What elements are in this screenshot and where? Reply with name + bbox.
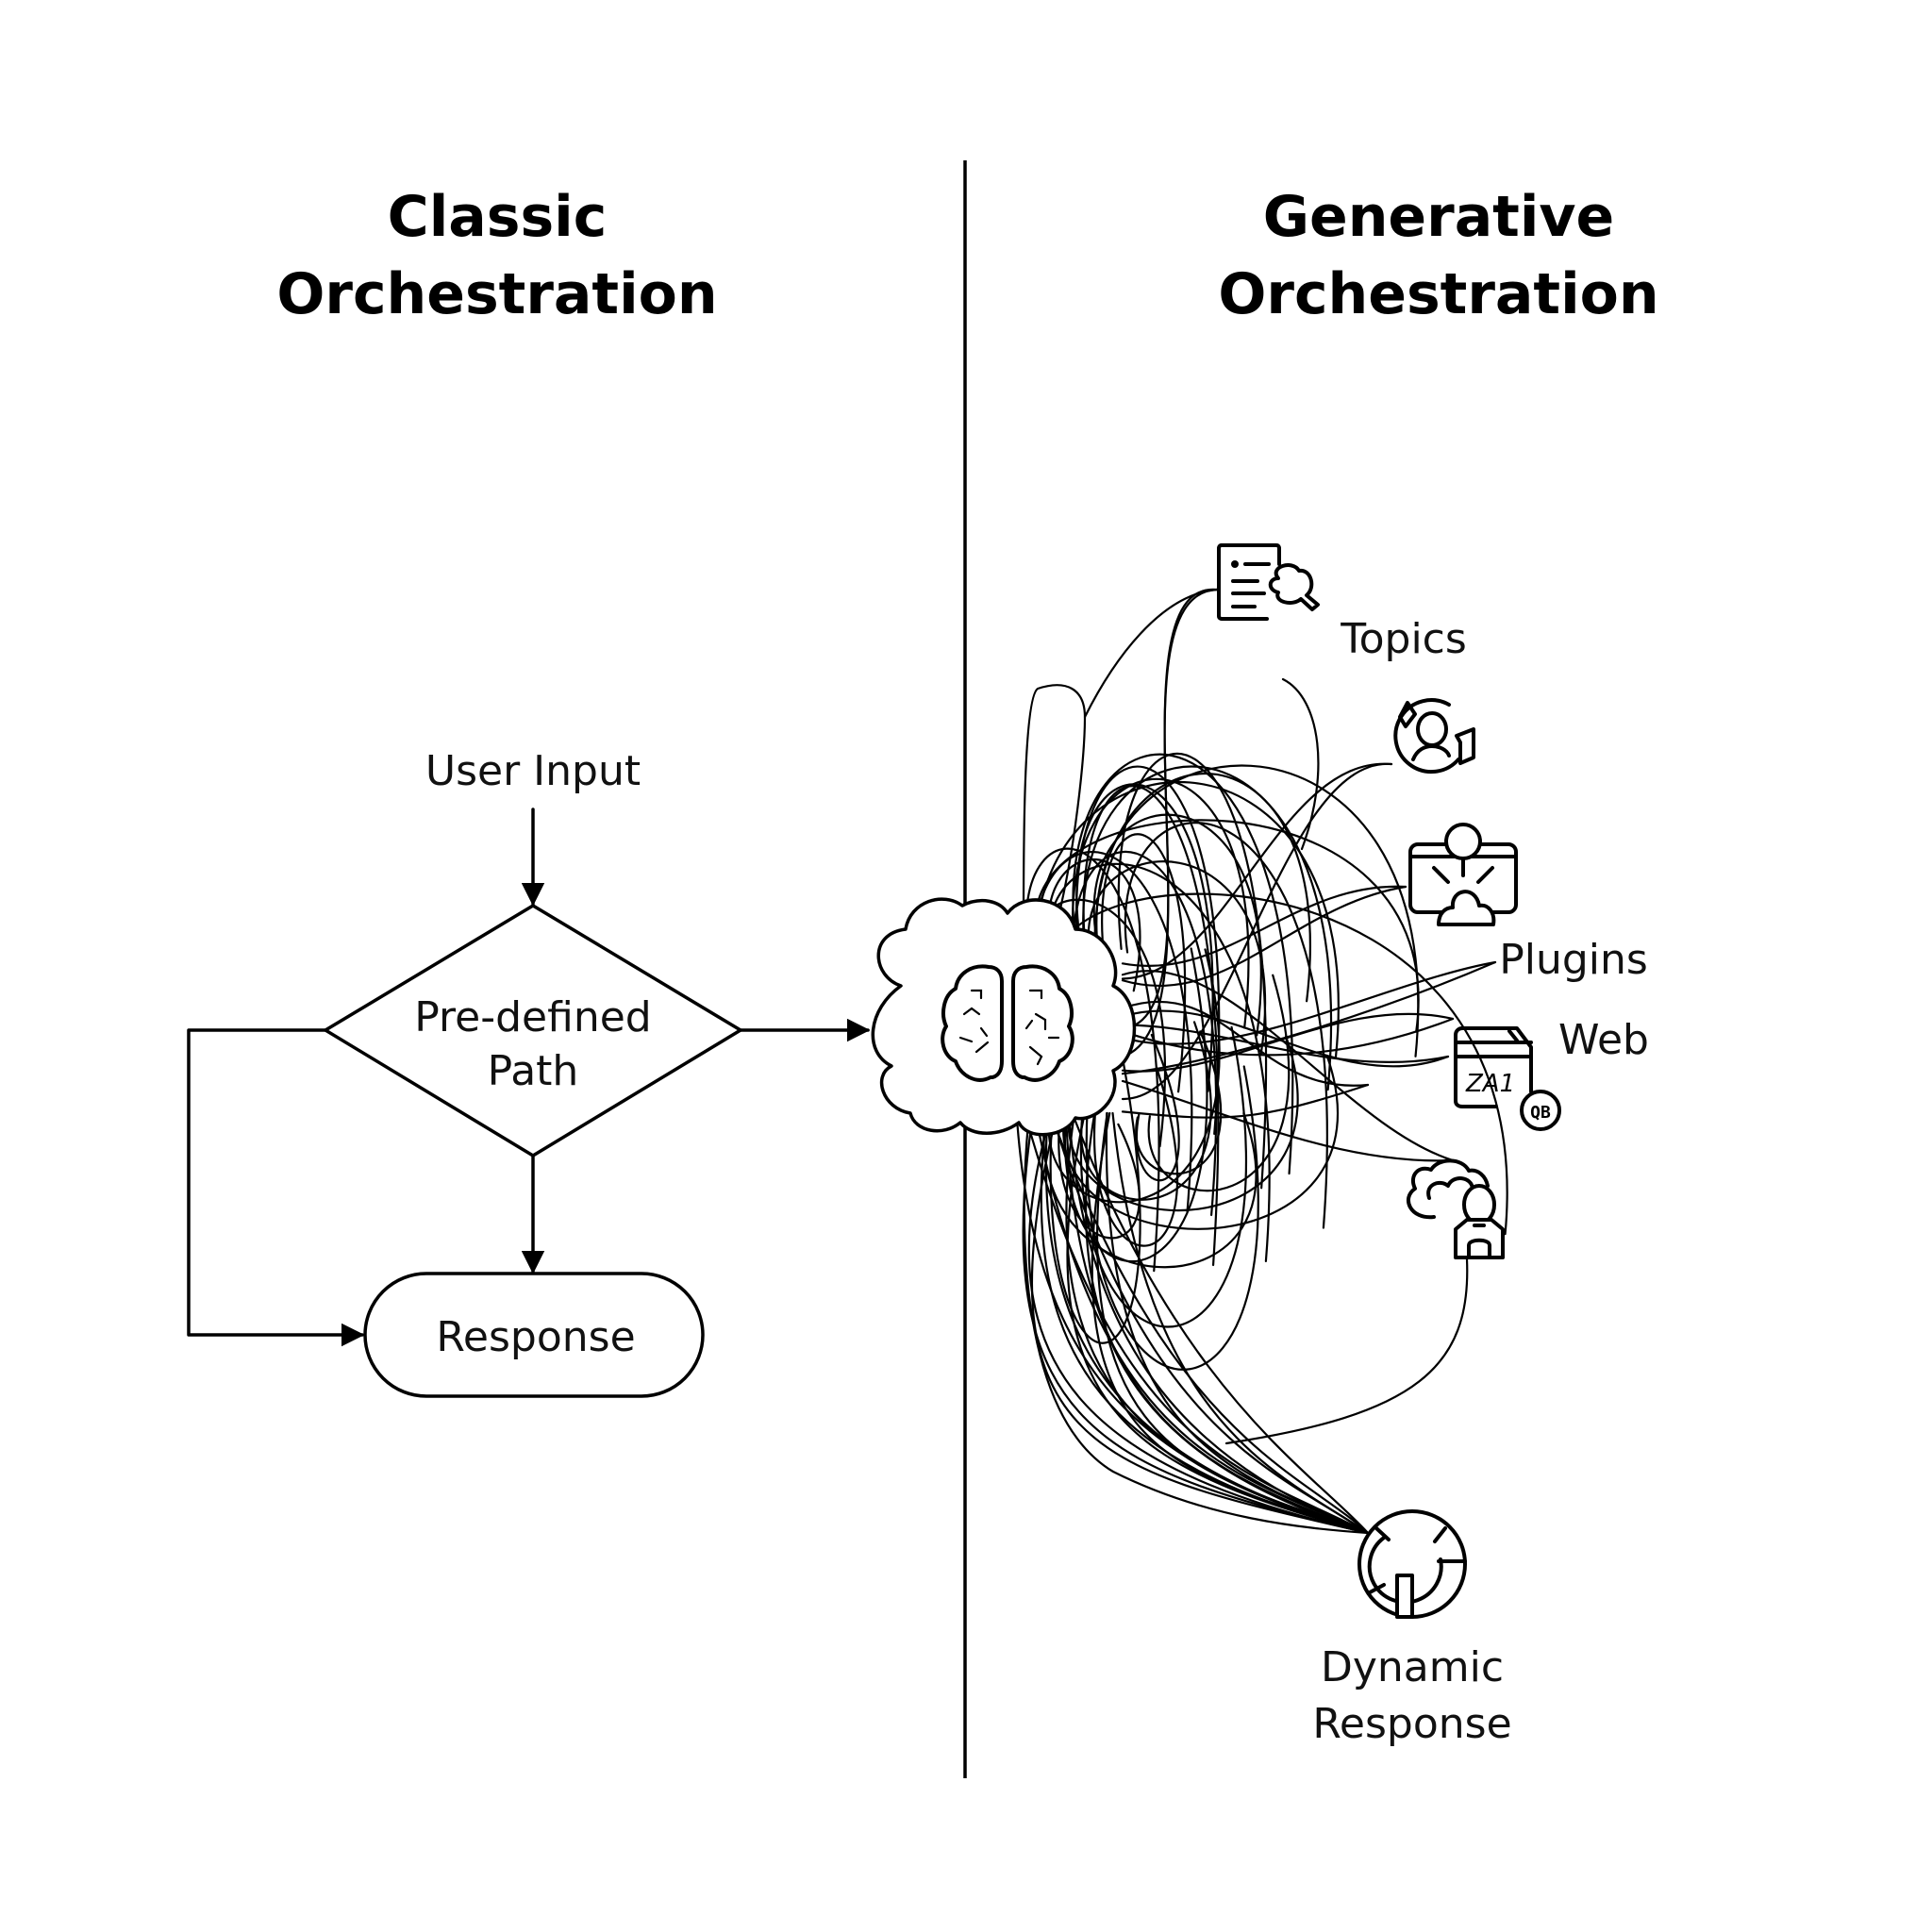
connection-line [1117,752,1268,1190]
connection-line [1111,1111,1370,1535]
generative-section: Generative Orchestration Topics [871,184,1659,1748]
connection-line [1067,1035,1299,1212]
connection-line [1079,1025,1247,1328]
connection-line [1072,753,1294,1175]
connection-line [1121,1017,1455,1057]
connection-line [1124,822,1328,1229]
connection-line [1015,1111,1370,1535]
plugins-label: Plugins [1499,936,1648,984]
connection-line [1224,1257,1469,1445]
connection-line [1083,588,1219,719]
connection-line [1064,1111,1370,1535]
person-refresh-icon [1393,698,1475,774]
decision-label-line2: Path [488,1047,579,1095]
connection-line [1121,762,1393,980]
connection-line [1085,1065,1259,1371]
connection-line [1121,885,1407,987]
connection-line [1049,1111,1370,1535]
connection-line [1071,1111,1370,1535]
classic-section: Classic Orchestration User Input Pre-def… [187,184,871,1398]
web-browser-icon: ZA1 QB [1454,1026,1561,1131]
connection-line [1135,1033,1180,1182]
connection-line [1121,1024,1450,1063]
generative-title-line2: Orchestration [1218,261,1658,327]
response-label: Response [436,1313,635,1361]
web-label: Web [1558,1016,1649,1064]
dynamic-response-label-line1: Dynamic [1321,1643,1504,1691]
dynamic-response-icon [1357,1509,1467,1619]
connection-line [1082,765,1333,1091]
connection-line [1147,974,1291,1192]
connection-line [1135,1030,1223,1175]
user-input-label: User Input [425,747,641,795]
classic-title-line1: Classic [388,184,608,250]
response-node [363,1272,705,1398]
connection-line [1080,1021,1212,1201]
topics-label: Topics [1340,615,1467,663]
connection-line [1062,1055,1340,1230]
connection-line [1022,1111,1370,1535]
cloud-person-icon [1406,1158,1505,1259]
document-search-icon [1217,543,1320,621]
dynamic-response-label-line2: Response [1312,1700,1511,1748]
connection-lines [1015,588,1508,1535]
generative-title-line1: Generative [1263,184,1614,250]
connection-line [1121,885,1407,967]
connection-line [1121,762,1393,1101]
connection-line [1034,819,1420,1033]
connection-line [1022,684,1087,926]
connection-line [1047,948,1221,1204]
web-badge-text: QB [1530,1103,1551,1123]
connection-line [1030,1111,1370,1535]
connection-line [1040,1111,1370,1535]
bypass-arrow [187,1028,365,1347]
classic-title-line2: Orchestration [276,261,717,327]
brain-cloud-icon [871,897,1137,1137]
connection-line [1121,588,1219,1030]
connection-line [1068,1111,1370,1535]
connection-line [1075,783,1214,1092]
connection-line [1023,1121,1370,1535]
web-icon-text: ZA1 [1465,1070,1515,1098]
connection-line [1121,970,1455,1162]
connection-line [1049,1043,1141,1344]
connection-line [1024,847,1160,1273]
connection-line [1281,677,1320,851]
decision-label-line1: Pre-defined [414,993,651,1041]
connection-line [1047,862,1271,1263]
connection-line [1093,773,1311,1003]
connection-line [1121,1000,1370,1087]
plugin-window-icon [1408,823,1518,926]
connection-line [1121,1083,1370,1119]
connection-line [1101,833,1187,1093]
